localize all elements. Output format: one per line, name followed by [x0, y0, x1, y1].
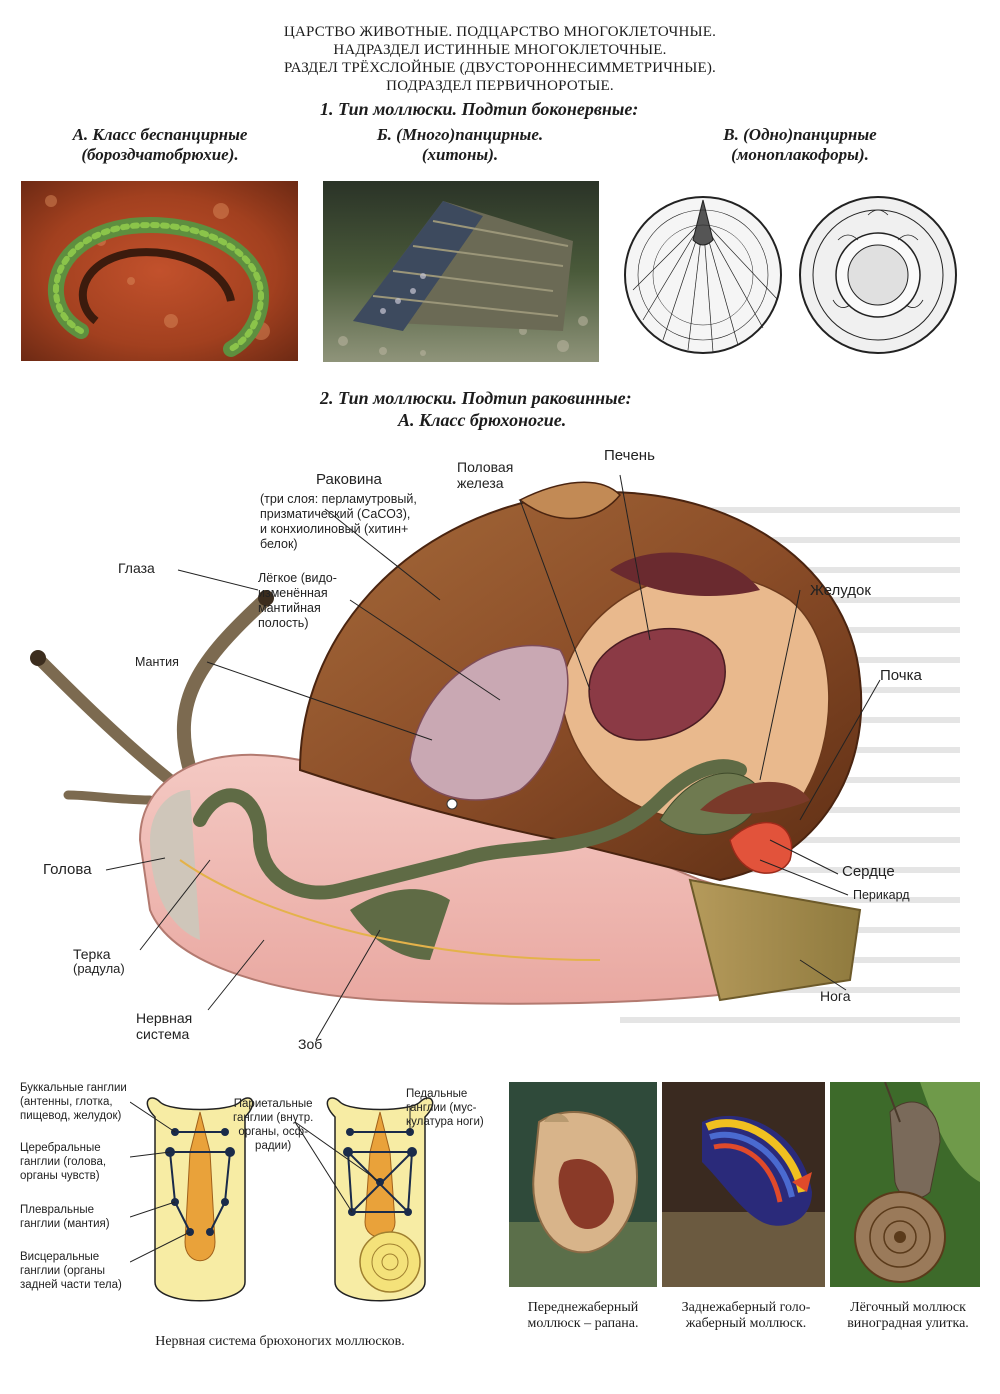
grape-snail-photo: [830, 1082, 980, 1287]
white-patch: [88, 630, 170, 682]
caption-nudibranch: Заднежаберный голо-жаберный моллюск.: [681, 1300, 811, 1331]
shell-top-view: [624, 196, 782, 354]
nervous-right-body: [326, 1097, 434, 1302]
label-mantle: Мантия: [135, 655, 179, 669]
label-crop: Зоб: [298, 1036, 323, 1052]
label-pericard: Перикард: [853, 888, 910, 902]
section2-title-1: 2. Тип моллюски. Подтип раковинные:: [320, 388, 632, 408]
label-foot: Нога: [820, 988, 851, 1004]
label-kidney: Почка: [880, 667, 922, 684]
nervous-system-caption: Нервная система брюхоногих моллюсков.: [155, 1334, 405, 1349]
section1-title: 1. Тип моллюски. Подтип боконервные:: [320, 99, 639, 119]
class-b-title: Б. (Много)панцирные.(хитоны).: [376, 125, 544, 164]
solenogaster-photo: [21, 181, 298, 361]
nervous-left-body: [146, 1097, 254, 1302]
label-shell-desc: (три слоя: перламутровый, призматический…: [260, 492, 417, 551]
label-lung: Лёгкое (видо- изменённая мантийная полос…: [258, 571, 337, 630]
class-c-title: В. (Одно)панцирные(моноплакофоры).: [723, 125, 877, 164]
label-stomach: Желудок: [810, 582, 871, 599]
nervous-system-diagram: [130, 1082, 530, 1322]
rapana-photo: [509, 1082, 657, 1287]
label-liver: Печень: [604, 447, 655, 464]
label-buccal-ganglia: Буккальные ганглии(антенны, глотка,пищев…: [20, 1082, 127, 1122]
label-radula: Терка (радула): [73, 946, 125, 976]
nudibranch-photo: [662, 1082, 825, 1287]
header-line-2: НАДРАЗДЕЛ ИСТИННЫЕ МНОГОКЛЕТОЧНЫЕ.: [333, 42, 667, 58]
monoplacophora-drawing: [618, 180, 968, 360]
section2-title-2: А. Класс брюхоногие.: [398, 410, 567, 430]
header-line-4: ПОДРАЗДЕЛ ПЕРВИЧНОРОТЫЕ.: [386, 78, 614, 94]
label-eyes: Глаза: [118, 560, 155, 576]
header-line-1: ЦАРСТВО ЖИВОТНЫЕ. ПОДЦАРСТВО МНОГОКЛЕТОЧ…: [283, 24, 717, 40]
label-head: Голова: [43, 861, 92, 878]
snail-anatomy-diagram: [0, 440, 1000, 1060]
header-line-3: РАЗДЕЛ ТРЁХСЛОЙНЫЕ (ДВУСТОРОННЕСИММЕТРИЧ…: [283, 60, 717, 76]
class-a-title: А. Класс беспанцирные(бороздчатобрюхие).: [72, 125, 248, 164]
label-shell: Раковина: [316, 471, 382, 488]
label-heart: Сердце: [842, 863, 895, 880]
shell-bottom-view: [799, 196, 957, 354]
chiton-photo: [323, 181, 599, 362]
